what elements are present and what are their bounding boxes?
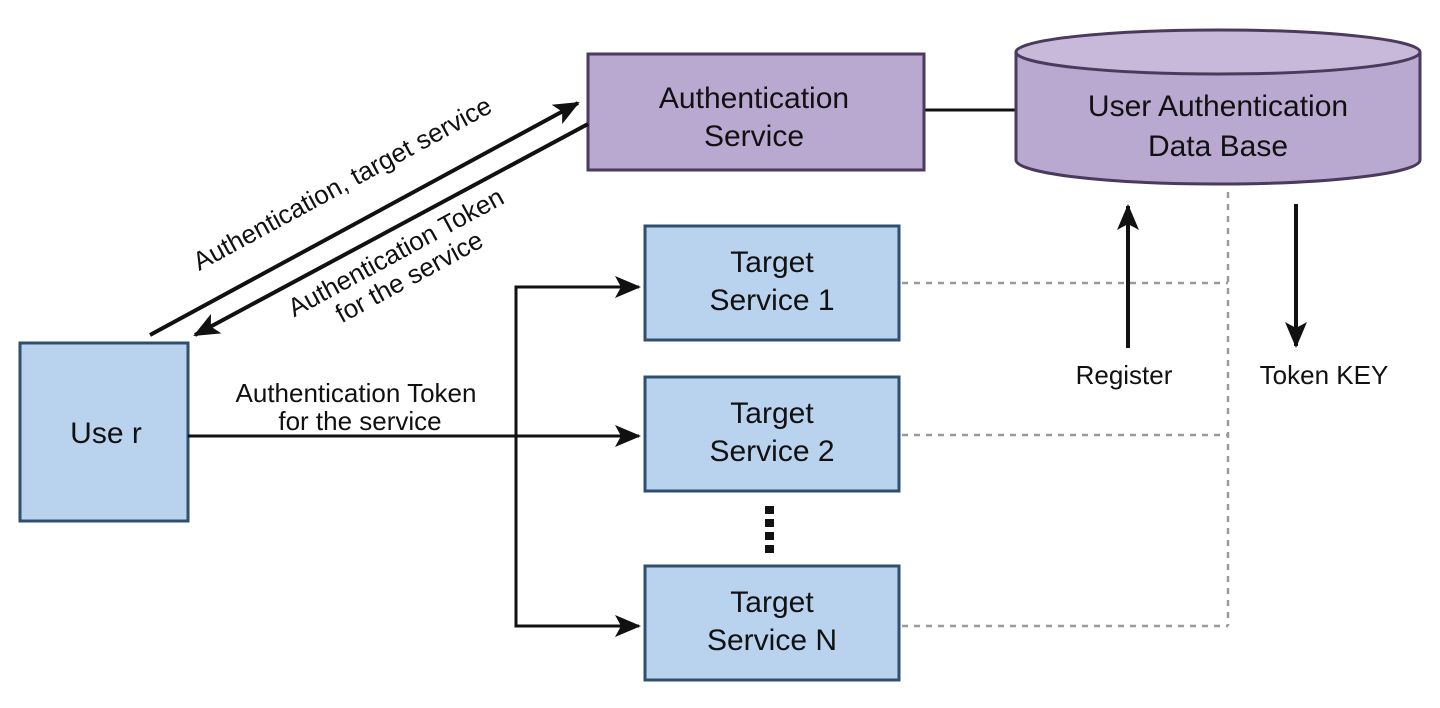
target-service-n-label-line2: Service N	[707, 624, 837, 657]
target-service-2-label-line1: Target	[730, 397, 814, 430]
database-label-line2: Data Base	[1148, 130, 1288, 163]
target-service-2-label-line2: Service 2	[709, 435, 834, 468]
database-label-line1: User Authentication	[1088, 90, 1348, 123]
user-label: Use r	[70, 417, 142, 450]
target-service-n-label-line1: Target	[730, 586, 814, 619]
target-service-1-node: Target Service 1	[643, 224, 901, 342]
targets-branch-line	[514, 285, 639, 628]
target-service-n-node: Target Service N	[643, 564, 901, 682]
target-service-1-label-line1: Target	[730, 246, 814, 279]
dashed-connectors	[902, 192, 1230, 628]
authentication-service-label-line2: Service	[704, 120, 804, 153]
authentication-service-label-line1: Authentication	[659, 82, 849, 115]
register-label: Register	[1076, 360, 1173, 390]
token-key-label: Token KEY	[1260, 360, 1389, 390]
user-to-targets-label-line2: for the service	[278, 406, 441, 436]
user-authentication-database-node: User Authentication Data Base	[1014, 28, 1422, 186]
user-to-targets-label-line1: Authentication Token	[236, 378, 477, 408]
target-service-1-label-line2: Service 1	[709, 284, 834, 317]
request-arrow	[149, 101, 580, 337]
response-arrow	[193, 122, 589, 337]
more-services-ellipsis	[765, 506, 774, 553]
target-service-2-node: Target Service 2	[643, 375, 901, 493]
user-node: Use r	[18, 341, 190, 523]
authentication-service-node: Authentication Service	[586, 52, 926, 172]
